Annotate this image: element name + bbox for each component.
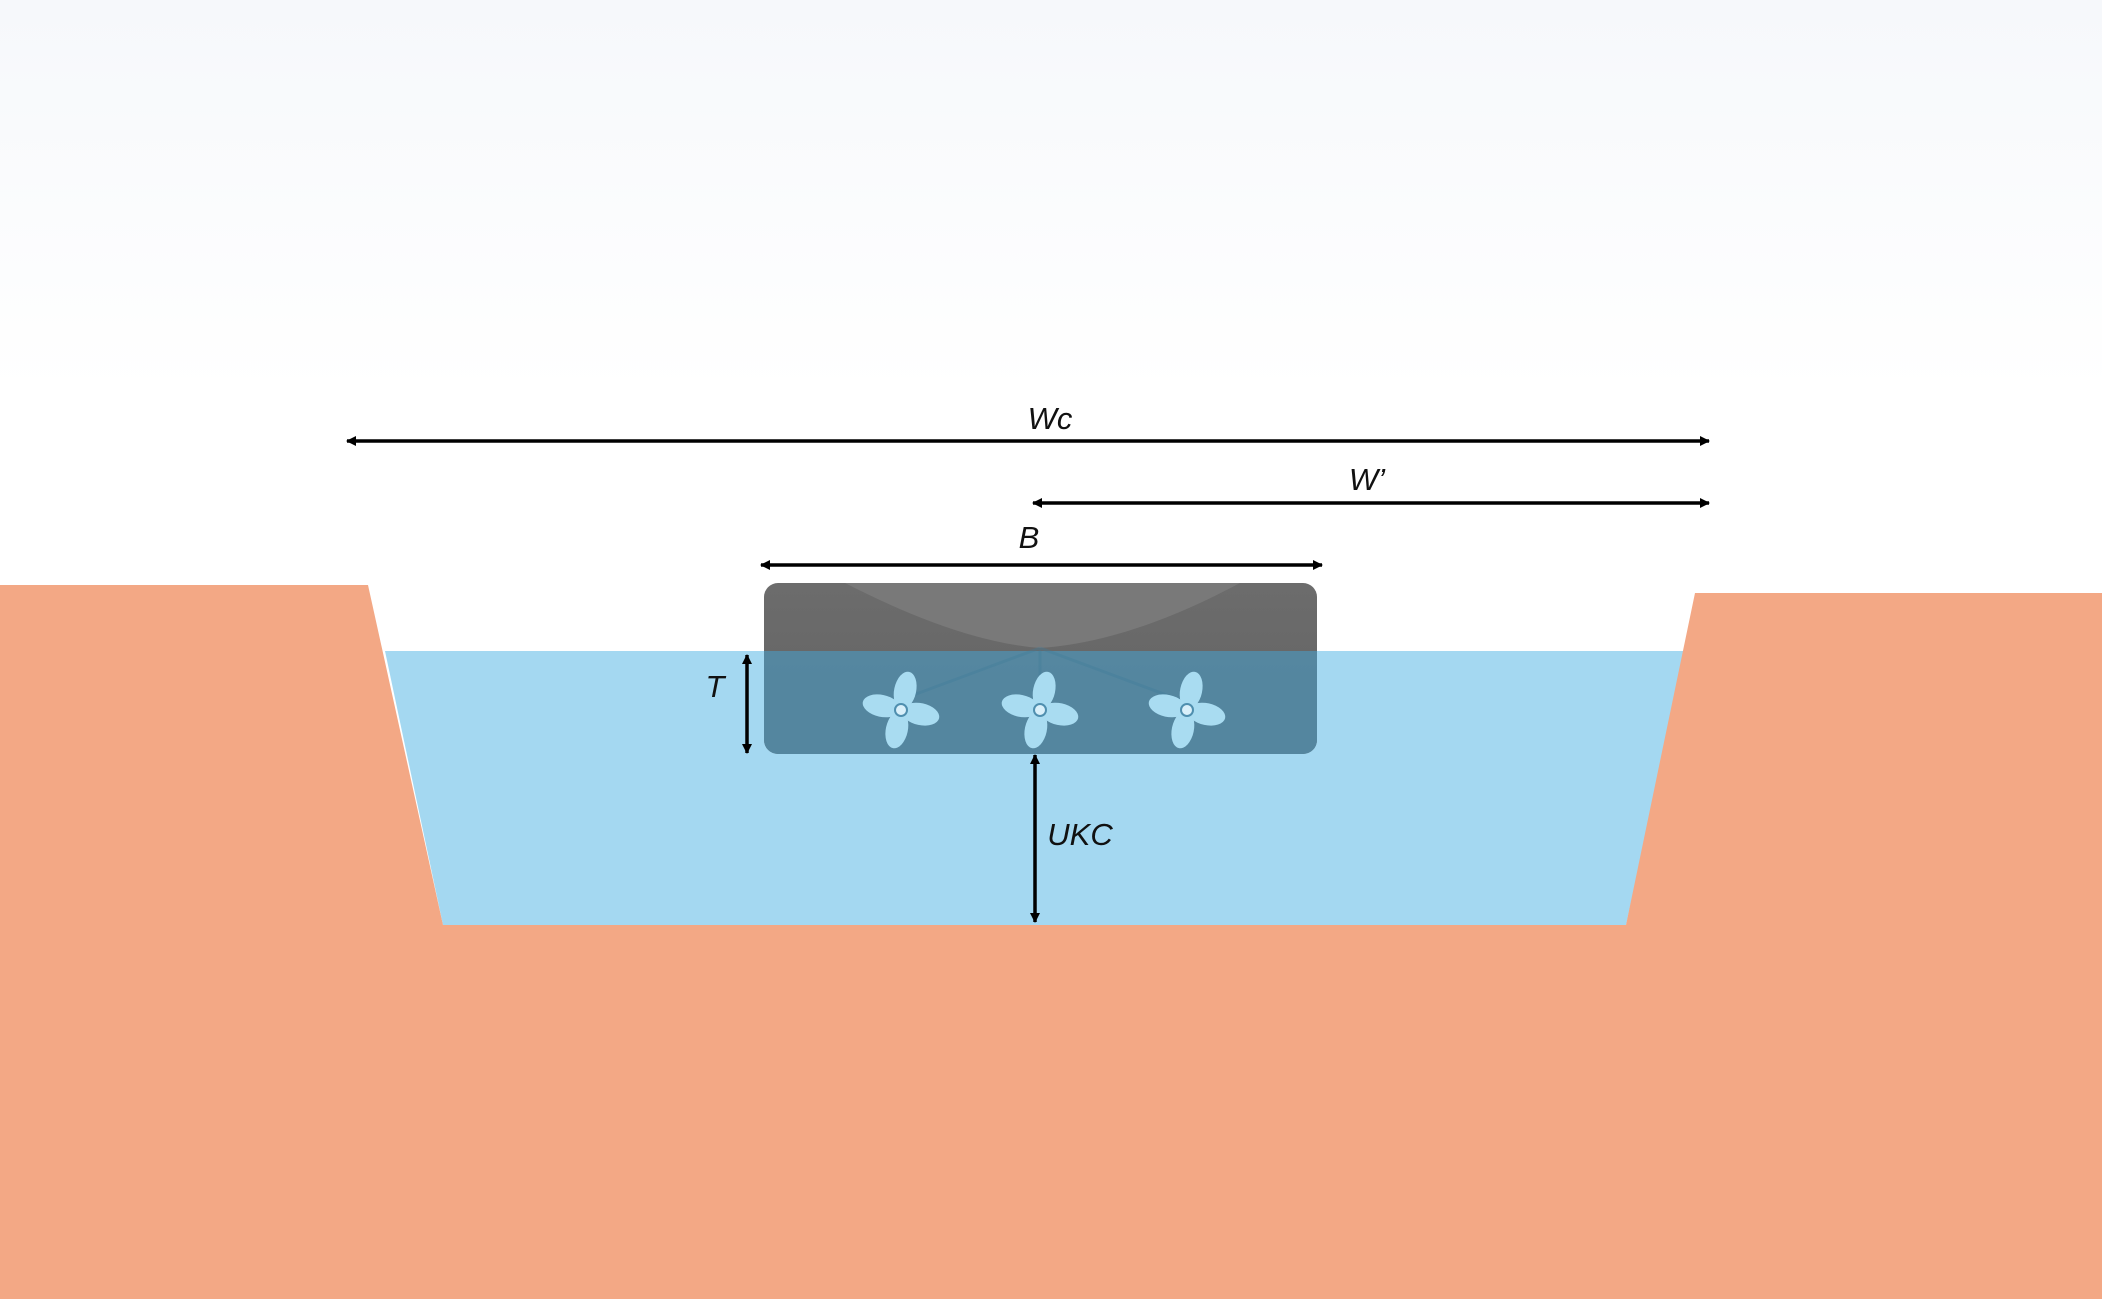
propeller-icon [1146,669,1228,751]
propeller-icon [860,669,942,751]
dimension-ukc: UKC [1030,754,1113,923]
ukc-label: UKC [1047,817,1113,852]
dimension-t: T [706,654,752,754]
dimension-wc: Wc [346,401,1710,446]
w-prime-label: W’ [1349,462,1386,497]
dimension-b: B [760,520,1323,570]
propeller-icon [999,669,1081,751]
t-label: T [706,669,727,704]
wc-label: Wc [1028,401,1073,436]
hull-bow-shading [845,583,1240,648]
propellers [860,669,1228,751]
b-label: B [1019,520,1040,555]
dimension-w-prime: W’ [1032,462,1710,508]
seabed-and-banks [0,585,2102,1299]
